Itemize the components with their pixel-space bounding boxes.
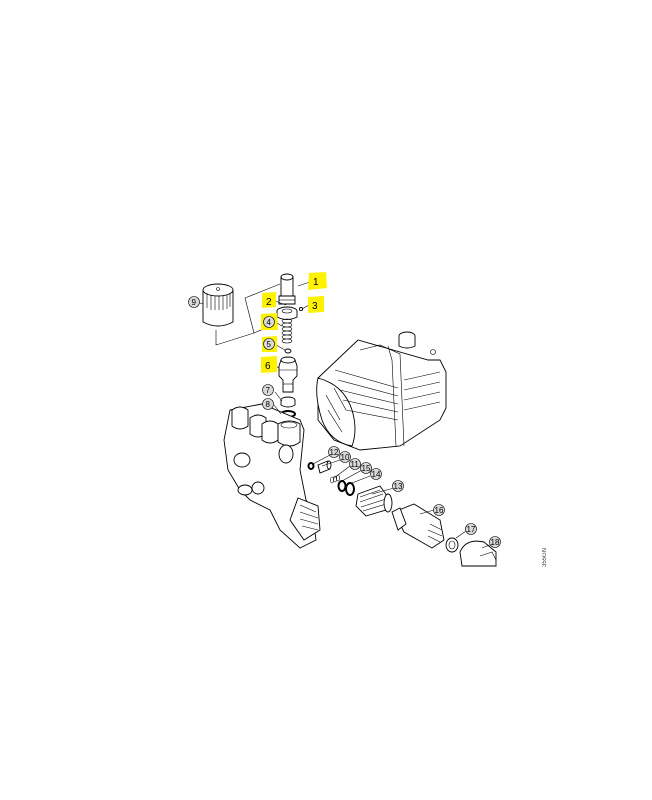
svg-text:13: 13 (394, 482, 403, 491)
callout-8[interactable]: 8 (262, 398, 274, 410)
pump-body[interactable] (316, 331, 447, 451)
callout-9[interactable]: 9 (188, 296, 200, 308)
part-13-fitting[interactable] (355, 485, 393, 517)
part-7-washer[interactable] (280, 396, 296, 408)
callout-15[interactable]: 15 (360, 462, 372, 474)
part-4-spring[interactable] (281, 318, 293, 344)
svg-text:2: 2 (266, 297, 272, 308)
callout-18[interactable]: 18 (489, 536, 501, 548)
svg-text:9: 9 (192, 298, 197, 307)
part-1-nut[interactable] (278, 273, 296, 305)
part-2-collar[interactable] (276, 306, 298, 320)
svg-text:12: 12 (330, 448, 339, 457)
callout-4[interactable]: 4 (261, 313, 278, 330)
callout-11[interactable]: 11 (349, 458, 361, 470)
svg-text:6: 6 (265, 361, 271, 372)
part-5-oring[interactable] (284, 348, 292, 354)
svg-text:4: 4 (267, 318, 272, 327)
svg-text:5: 5 (267, 340, 272, 349)
part-17-washer[interactable] (445, 537, 459, 553)
manifold[interactable] (223, 403, 321, 549)
part-12-oring[interactable] (307, 462, 315, 470)
part-16-adapter[interactable] (391, 503, 445, 549)
part-14-oring[interactable] (345, 482, 355, 496)
svg-text:1: 1 (313, 277, 319, 288)
callout-14[interactable]: 14 (370, 468, 382, 480)
part-11-spring[interactable] (330, 474, 340, 484)
svg-text:14: 14 (372, 470, 381, 479)
svg-text:7: 7 (266, 386, 271, 395)
callout-3[interactable]: 3 (308, 296, 324, 313)
svg-text:8: 8 (266, 400, 271, 409)
callout-5[interactable]: 5 (262, 336, 277, 352)
callout-12[interactable]: 12 (328, 446, 340, 458)
figure-code: 355GN (542, 548, 548, 568)
callout-6[interactable]: 6 (261, 356, 277, 373)
part-15-oring[interactable] (337, 480, 347, 492)
svg-text:16: 16 (435, 506, 444, 515)
leader-lines (196, 281, 493, 549)
svg-text:18: 18 (491, 538, 500, 547)
callout-2[interactable]: 2 (262, 292, 276, 308)
svg-text:10: 10 (341, 453, 350, 462)
svg-text:17: 17 (467, 525, 476, 534)
svg-text:11: 11 (351, 460, 360, 469)
part-6-valve-body[interactable] (278, 356, 298, 393)
callout-1[interactable]: 1 (308, 272, 327, 290)
part-9-cap[interactable] (202, 283, 234, 327)
part-18-nut[interactable] (459, 540, 497, 567)
svg-text:3: 3 (312, 301, 318, 312)
callout-7[interactable]: 7 (262, 384, 274, 396)
callout-16[interactable]: 16 (433, 504, 445, 516)
part-10-check-valve[interactable] (317, 460, 332, 474)
callout-10[interactable]: 10 (339, 451, 351, 463)
callout-17[interactable]: 17 (465, 523, 477, 535)
callout-13[interactable]: 13 (392, 480, 404, 492)
svg-text:15: 15 (362, 464, 371, 473)
